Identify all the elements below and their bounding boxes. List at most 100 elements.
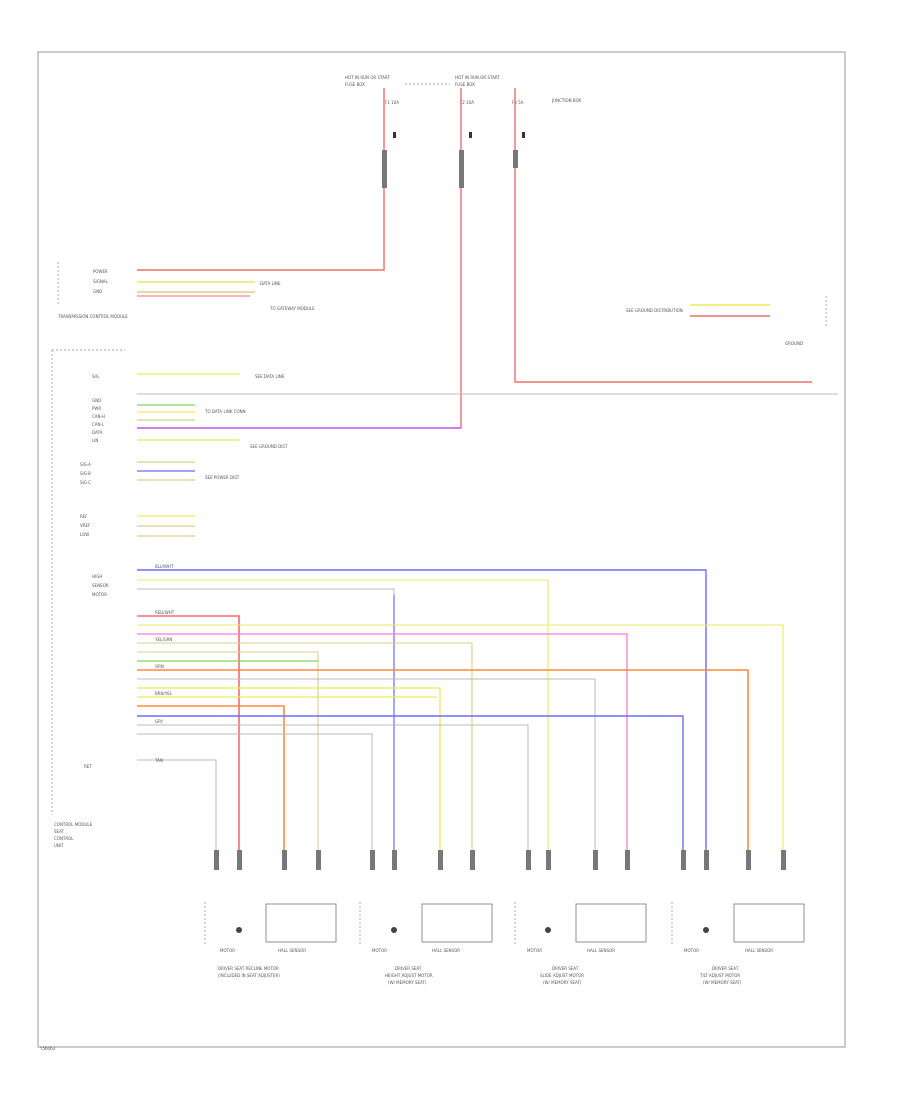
wire-label-2: RED/WHT [155, 610, 175, 615]
motor-1-terminal [236, 927, 242, 933]
wire-gray-motor-1 [137, 759, 217, 850]
wire-blue-motor-4 [137, 715, 684, 850]
motor-unit-1: MOTOR HALL SENSOR DRIVER SEAT RECLINE MO… [204, 902, 337, 978]
caption-1-line-1: DRIVER SEAT RECLINE MOTOR [218, 966, 279, 971]
caption-3-line-2: SLIDE ADJUST MOTOR [540, 973, 584, 978]
conn-2b [392, 850, 397, 870]
pin-label-15: SENSOR [92, 583, 109, 588]
caption-3-line-3: (W/ MEMORY SEAT) [543, 980, 582, 985]
top-note-2: TO GATEWAY MODULE [269, 306, 315, 311]
wire-label-7: TAN [154, 758, 163, 763]
fuse-b-terminal [469, 132, 472, 138]
main-module-pin-labels: SIG GND PWR CAN-H CAN-L DATA LIN SIG-A S… [80, 374, 109, 769]
caption-2-line-3: (W/ MEMORY SEAT) [388, 980, 427, 985]
motor-3-label: MOTOR [527, 948, 542, 953]
caption-4-line-1: DRIVER SEAT [712, 966, 739, 971]
hall-sensor-4-box [733, 903, 805, 943]
top-module-name: TRANSMISSION CONTROL MODULE [57, 314, 128, 319]
wire-yellow-motor-4 [137, 624, 784, 850]
motor-2-terminal [391, 927, 397, 933]
inline-connector-b [459, 150, 464, 188]
fuse-a-sub-label: FUSE BOX [345, 82, 365, 87]
main-module-name: CONTROL MODULE [54, 822, 93, 827]
pin-label-14: HIGH [92, 574, 102, 579]
conn-1b [237, 850, 242, 870]
fuse-c-label: JUNCTION BOX [551, 98, 581, 103]
fuse-b-sub-label: FUSE BOX [455, 82, 475, 87]
wire-gray-motor-3 [137, 678, 596, 850]
main-module-sub-2: CONTROL [54, 836, 74, 841]
conn-2d [470, 850, 475, 870]
pin-label-2: GND [92, 398, 101, 403]
main-module-sub-1: SEAT [54, 829, 64, 834]
conn-2c [438, 850, 443, 870]
conn-3b [546, 850, 551, 870]
motor-4-terminal [703, 927, 709, 933]
caption-2-line-1: DRIVER SEAT [395, 966, 422, 971]
pin-label-9: SIG-B [80, 471, 91, 476]
conn-1c [282, 850, 287, 870]
right-note: SEE GROUND DISTRIBUTION [626, 308, 683, 313]
wire-label-4: ORN [155, 664, 164, 669]
pin-label-7: LIN [92, 438, 98, 443]
pin-label-4: CAN-H [92, 414, 105, 419]
pin-label-17: RET [84, 764, 92, 769]
conn-4d [781, 850, 786, 870]
hall-sensor-1-box [265, 903, 337, 943]
main-module-sub-3: UNIT [54, 843, 64, 848]
motor-connectors [214, 850, 786, 870]
conn-4b [704, 850, 709, 870]
fuse-b-tag: F2 10A [460, 100, 474, 105]
conn-2a [370, 850, 375, 870]
wire-blue-main [137, 569, 707, 850]
pin-label-8: SIG-A [80, 462, 91, 467]
pin-label-16: MOTOR [92, 592, 107, 597]
wire-label-3: YEL/GRN [154, 637, 172, 642]
fuse-c-tag: F3 5A [512, 100, 524, 105]
pin-label-10: SIG-C [80, 480, 91, 485]
fuse-a-tag: F1 10A [385, 100, 399, 105]
inline-connector-c [513, 150, 518, 168]
note-3: SEE GROUND DIST [250, 444, 288, 449]
note-4: SEE POWER DIST [205, 475, 240, 480]
wire-orange-motor-1 [137, 705, 285, 850]
hall-sensor-2-label: HALL SENSOR [432, 948, 460, 953]
hall-sensor-4-label: HALL SENSOR [745, 948, 773, 953]
wire-label-5: BRN/YEL [155, 691, 173, 696]
pin-label-12: VREF [80, 523, 91, 528]
conn-3d [625, 850, 630, 870]
wire-gray-motor-2 [137, 733, 373, 850]
wire-yellow-motor-2 [137, 687, 441, 850]
conn-3a [526, 850, 531, 870]
motor-2-label: MOTOR [372, 948, 387, 953]
top-pin-1: POWER [93, 269, 108, 274]
wire-label-6: GRY [155, 719, 164, 724]
wire-red-motor-1 [137, 615, 240, 850]
wire-orange-motor-4 [137, 669, 749, 850]
wire-yellow-long [137, 579, 549, 850]
inline-connector-a [382, 150, 387, 188]
power-wire-b [137, 88, 462, 429]
pin-label-13: LOW [80, 532, 89, 537]
hall-sensor-1-label: HALL SENSOR [278, 948, 306, 953]
motor-3-terminal [545, 927, 551, 933]
diagram-frame [37, 51, 846, 1048]
conn-1a [214, 850, 219, 870]
wire-gray-motor-3b [137, 724, 529, 850]
conn-1d [316, 850, 321, 870]
conn-3c [593, 850, 598, 870]
wire-label-1: BLU/WHT [155, 564, 174, 569]
hall-sensor-2-box [421, 903, 493, 943]
top-note: DATA LINE [260, 281, 281, 286]
hall-sensor-3-label: HALL SENSOR [587, 948, 615, 953]
fuse-a-terminal [393, 132, 396, 138]
motor-1-label: MOTOR [220, 948, 235, 953]
pin-label-3: PWR [92, 406, 101, 411]
motor-unit-4: MOTOR HALL SENSOR DRIVER SEAT TILT ADJUS… [671, 902, 805, 985]
pin-label-5: CAN-L [92, 422, 105, 427]
pin-label-1: SIG [92, 374, 99, 379]
hall-sensor-3-box [575, 903, 647, 943]
wire-tan-motor-1 [137, 651, 319, 850]
motor-unit-3: MOTOR HALL SENSOR DRIVER SEAT SLIDE ADJU… [514, 902, 647, 985]
